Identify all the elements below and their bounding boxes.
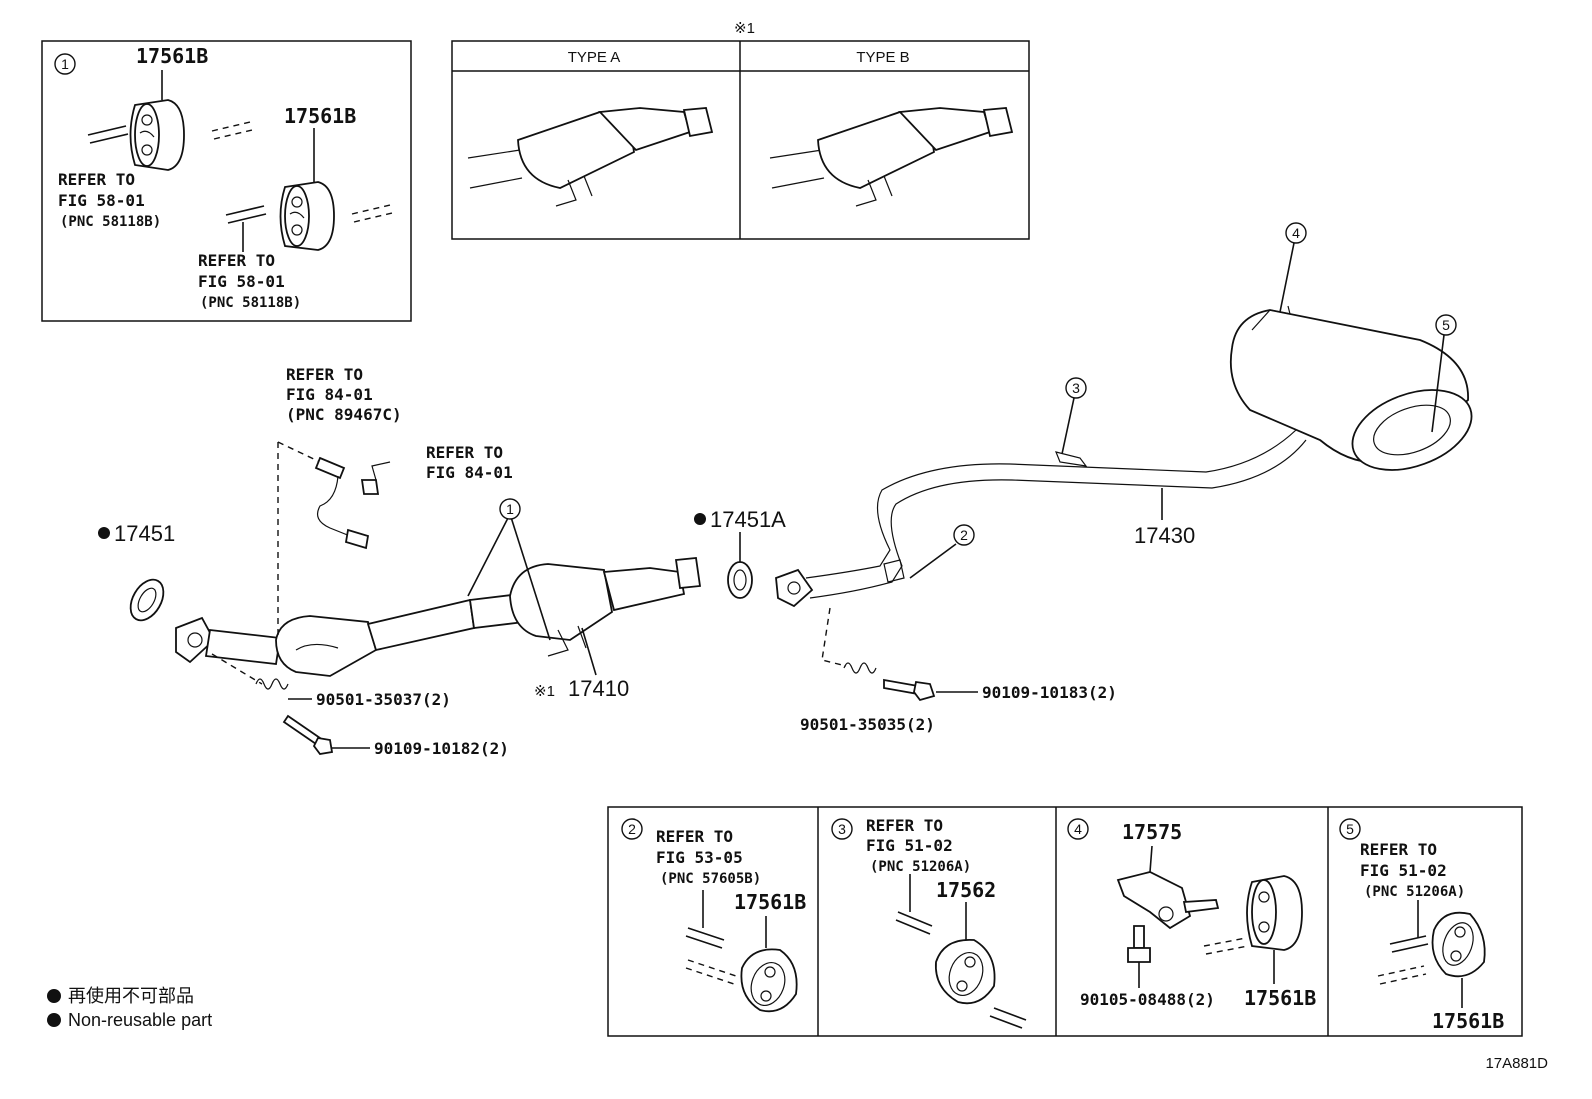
- refer-to-text: REFER TO: [866, 816, 943, 835]
- hanger-rubber-icon: [740, 948, 798, 1013]
- callout-1: 1: [506, 501, 514, 517]
- callout-2: 2: [960, 527, 968, 543]
- part-17561B: 17561B: [1432, 1009, 1504, 1033]
- diagram-id: 17A881D: [1485, 1055, 1548, 1072]
- part-17561B: 17561B: [1244, 986, 1316, 1010]
- non-reusable-dot-icon: [98, 527, 110, 539]
- non-reusable-dot-icon: [47, 989, 61, 1003]
- front-pipe-assembly: 17451 1 ※1 17410: [98, 365, 702, 758]
- refer-to-text: REFER TO: [58, 170, 135, 189]
- bolt-icon: [1127, 925, 1151, 963]
- part-17451: 17451: [114, 521, 175, 546]
- fig-ref-text: FIG 58-01: [198, 272, 285, 291]
- part-17575: 17575: [1122, 820, 1182, 844]
- non-reusable-dot-icon: [694, 513, 706, 525]
- pnc-ref-text: (PNC 89467C): [286, 405, 402, 424]
- legend: 再使用不可部品 Non-reusable part: [47, 986, 212, 1030]
- part-90109-10183: 90109-10183(2): [982, 683, 1117, 702]
- note-mark: ※1: [534, 683, 555, 700]
- tailpipe-muffler-assembly: 4 5 3 2 17430 90501-35035(2) 90109-10183…: [775, 222, 1473, 734]
- oxygen-sensor-icon: [360, 461, 391, 495]
- type-b-label: TYPE B: [856, 49, 909, 66]
- callout-1: 1: [61, 56, 69, 72]
- refer-to-text: REFER TO: [656, 827, 733, 846]
- hanger-rubber-icon: [935, 939, 996, 1005]
- catalytic-converter-icon: [769, 107, 1014, 207]
- part-17451A: 17451A: [710, 507, 786, 532]
- callout-2: 2: [628, 821, 636, 837]
- bolt-icon: [883, 678, 936, 702]
- bolt-icon: [282, 714, 334, 755]
- type-a-label: TYPE A: [568, 49, 621, 66]
- muffler-outlet-icon: [1351, 389, 1473, 471]
- callout-4: 4: [1292, 225, 1300, 241]
- callout-5: 5: [1346, 821, 1354, 837]
- part-17561B-top: 17561B: [136, 44, 208, 68]
- fig-ref-text: FIG 51-02: [866, 836, 953, 855]
- inset-5: 5 REFER TO FIG 51-02 (PNC 51206A) 17561B: [1339, 818, 1504, 1033]
- part-90109-10182: 90109-10182(2): [374, 739, 509, 758]
- pnc-ref-text: (PNC 51206A): [1364, 884, 1465, 900]
- pnc-ref-text: (PNC 58118B): [200, 295, 301, 311]
- non-reusable-dot-icon: [47, 1013, 61, 1027]
- bracket-icon: [1116, 871, 1220, 930]
- part-90501-35035: 90501-35035(2): [800, 715, 935, 734]
- pnc-ref-text: (PNC 58118B): [60, 214, 161, 230]
- type-variants-box: ※1 TYPE A TYPE B: [451, 20, 1030, 240]
- gasket-17451A: 17451A: [694, 507, 786, 599]
- callout-3: 3: [1072, 380, 1080, 396]
- callout-3: 3: [838, 821, 846, 837]
- fig-ref-text: FIG 84-01: [426, 463, 513, 482]
- legend-en: Non-reusable part: [68, 1010, 212, 1030]
- refer-to-text: REFER TO: [198, 251, 275, 270]
- part-17430: 17430: [1134, 523, 1195, 548]
- fig-ref-text: FIG 53-05: [656, 848, 743, 867]
- bottom-insets: 2 REFER TO FIG 53-05 (PNC 57605B) 17561B…: [607, 806, 1523, 1037]
- callout-5: 5: [1442, 317, 1450, 333]
- gasket-icon: [727, 561, 753, 599]
- part-90501-35037: 90501-35037(2): [316, 690, 451, 709]
- spring-icon: [255, 678, 289, 690]
- part-17410: 17410: [568, 676, 629, 701]
- hanger-rubber-icon: [1246, 875, 1303, 951]
- inset-4: 4 17575 90105-08488(2) 17561B: [1067, 818, 1316, 1010]
- hanger-rubber-icon: [129, 99, 185, 171]
- callout-4: 4: [1074, 821, 1082, 837]
- gasket-icon: [129, 578, 165, 622]
- hanger-rubber-icon: [279, 181, 335, 251]
- refer-to-text: REFER TO: [426, 443, 503, 462]
- inset-1: 1 17561B 17561B REFER TO FIG 58-01 (PNC …: [41, 40, 412, 322]
- part-17562: 17562: [936, 878, 996, 902]
- oxygen-sensor-icon: [314, 456, 370, 550]
- fig-ref-text: FIG 58-01: [58, 191, 145, 210]
- inset-3: 3 REFER TO FIG 51-02 (PNC 51206A) 17562: [831, 816, 1027, 1029]
- part-17561B: 17561B: [734, 890, 806, 914]
- fig-ref-text: FIG 84-01: [286, 385, 373, 404]
- pnc-ref-text: (PNC 51206A): [870, 859, 971, 875]
- spring-icon: [843, 662, 877, 674]
- note-mark: ※1: [734, 20, 755, 37]
- refer-to-text: REFER TO: [1360, 840, 1437, 859]
- refer-to-text: REFER TO: [286, 365, 363, 384]
- fig-ref-text: FIG 51-02: [1360, 861, 1447, 880]
- pnc-ref-text: (PNC 57605B): [660, 871, 761, 887]
- part-90105-08488: 90105-08488(2): [1080, 990, 1215, 1009]
- part-17561B-mid: 17561B: [284, 104, 356, 128]
- hanger-rubber-icon: [1431, 911, 1486, 978]
- catalytic-converter-icon: [467, 107, 714, 207]
- inset-2: 2 REFER TO FIG 53-05 (PNC 57605B) 17561B: [621, 818, 806, 1013]
- legend-jp: 再使用不可部品: [68, 986, 194, 1006]
